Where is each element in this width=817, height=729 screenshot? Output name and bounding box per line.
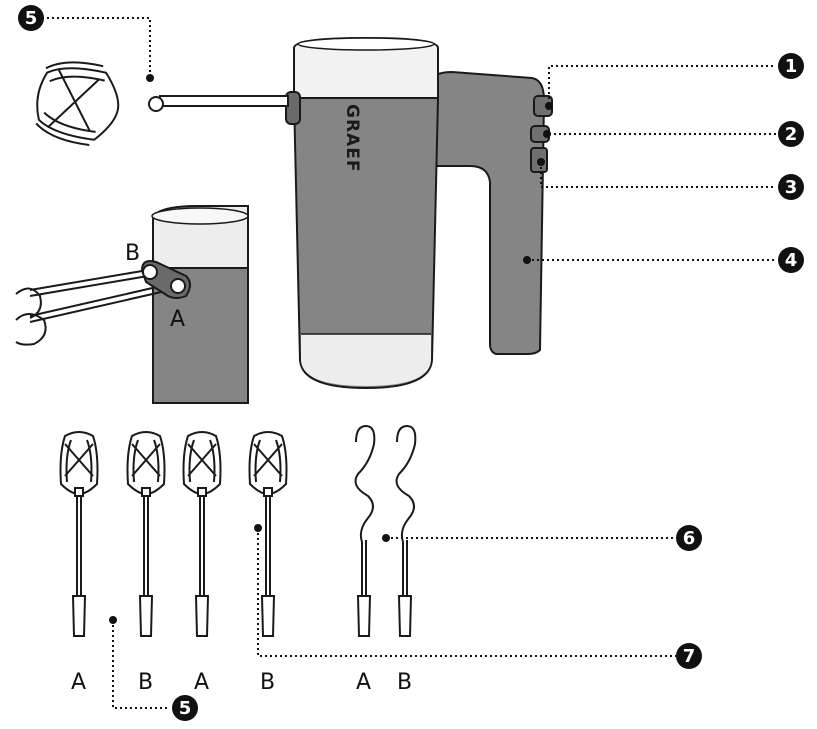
callout-5-bottom: 5 <box>172 695 198 721</box>
dough-hook-a <box>354 424 376 637</box>
attachment-label: B <box>260 670 275 695</box>
dough-hook-b <box>395 424 417 637</box>
svg-text:5: 5 <box>25 8 38 29</box>
attachment-label: A <box>194 670 209 695</box>
attached-beater <box>35 61 289 146</box>
inset-label-a: A <box>170 307 185 332</box>
attachment-label: B <box>397 670 412 695</box>
mixer-bottom-band <box>301 334 431 386</box>
callout-2: 2 <box>778 121 804 147</box>
callout-7: 7 <box>676 643 702 669</box>
beater-a-1 <box>59 431 99 637</box>
beater-a-2 <box>182 431 222 637</box>
svg-text:5: 5 <box>179 698 192 719</box>
attachment-label: A <box>356 670 371 695</box>
attachment-label: A <box>71 670 86 695</box>
callout-3: 3 <box>778 174 804 200</box>
beater-b-2 <box>248 431 288 637</box>
callout-4: 4 <box>778 247 804 273</box>
svg-text:2: 2 <box>785 124 798 145</box>
attachment-label: B <box>138 670 153 695</box>
svg-text:4: 4 <box>785 250 798 271</box>
svg-text:6: 6 <box>683 528 696 549</box>
loose-attachments <box>59 424 417 637</box>
brand-logo: GRAEF <box>342 104 362 172</box>
inset-label-b: B <box>125 241 140 266</box>
mixer-body <box>292 97 440 390</box>
callout-1: 1 <box>778 53 804 79</box>
svg-text:7: 7 <box>683 646 696 667</box>
inset-detail <box>15 205 249 404</box>
hand-mixer <box>285 36 553 390</box>
callout-6: 6 <box>676 525 702 551</box>
mixer-handle <box>416 70 546 355</box>
beater-b-1 <box>126 431 166 637</box>
svg-text:1: 1 <box>785 56 798 77</box>
svg-text:3: 3 <box>785 177 798 198</box>
callout-5-top: 5 <box>18 5 44 31</box>
leader-lines <box>42 17 776 709</box>
beater-socket <box>285 91 301 125</box>
